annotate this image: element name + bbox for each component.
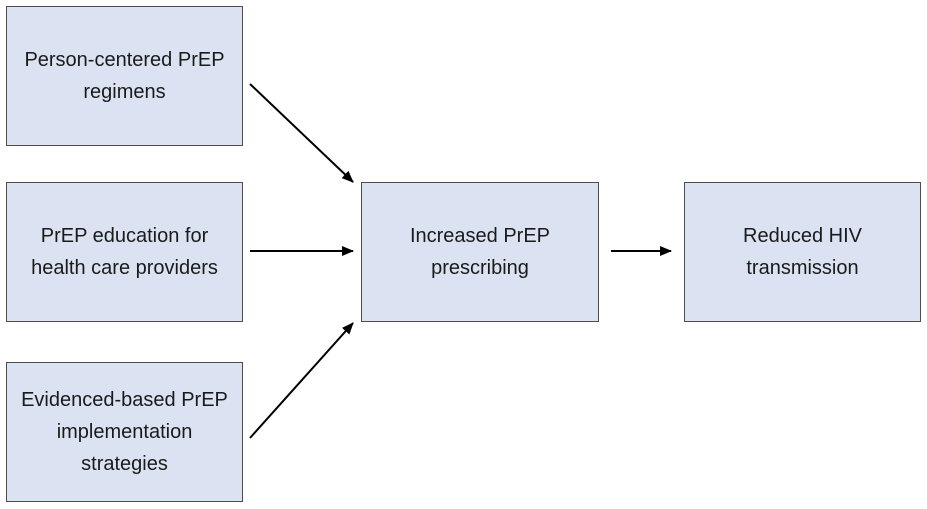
node-increased-prep-prescribing: Increased PrEP prescribing xyxy=(361,182,599,322)
arrow-strategies-to-prescribing xyxy=(249,322,354,439)
node-label: Increased PrEP prescribing xyxy=(409,225,551,279)
node-implementation-strategies: Evidenced-based PrEP implementation stra… xyxy=(6,362,243,502)
node-label: Reduced HIV transmission xyxy=(743,225,862,279)
node-label: PrEP education for health care providers xyxy=(31,225,218,279)
node-label: Person-centered PrEP regimens xyxy=(24,49,225,103)
node-prep-education: PrEP education for health care providers xyxy=(6,182,243,322)
node-person-centered-prep-regimens: Person-centered PrEP regimens xyxy=(6,6,243,146)
node-label: Evidenced-based PrEP implementation stra… xyxy=(21,389,228,475)
node-reduced-hiv-transmission: Reduced HIV transmission xyxy=(684,182,921,322)
arrow-regimens-to-prescribing xyxy=(249,83,354,183)
